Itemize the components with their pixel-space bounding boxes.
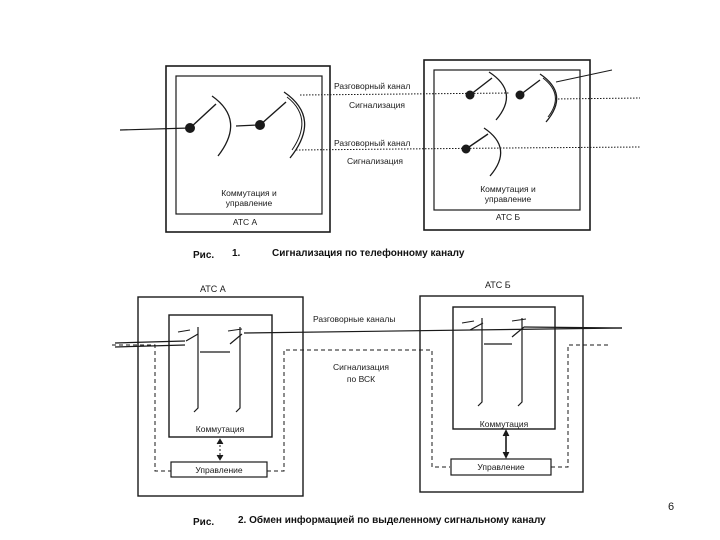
dedicated-signalling-label-line1: Сигнализация [333,362,389,372]
station-b-switching-block [452,306,556,430]
link-a1-a2 [235,124,259,127]
signalling-path-a-right [267,349,450,472]
station-a-control-arrow-down [216,454,224,461]
figure-1-caption-prefix: Рис. [193,250,214,261]
figure-2 [112,295,623,497]
station-a-switching-block [168,314,273,438]
a-switch-left-blade [185,333,199,342]
subscriber-line-left [119,127,191,131]
signalling-2-label: Сигнализация [347,156,403,166]
speech-channels-label: Разговорные каналы [313,314,395,324]
figure-1-caption-text: Сигнализация по телефонному каналу [272,247,465,259]
station-a-name-fig2: АТС А [200,284,226,294]
figure-1-caption-number: 1. [232,248,241,259]
b-switch-tick-1 [461,320,475,324]
station-b-inner-frame [433,69,581,211]
station-b-outer-frame-2 [419,295,584,493]
outgoing-line-2 [505,146,641,149]
figure-1 [119,59,641,233]
a-switch-tick-1 [177,329,191,333]
switch-b1-contact [488,71,508,121]
switch-a2-blade [259,101,287,126]
b-switch-right-bar [517,318,523,407]
a-switch-left-bar [193,327,199,413]
speech-channel-2-line [295,147,506,151]
switch-b3-blade [465,133,489,150]
switch-b2-contact-outer [539,73,558,123]
b-switch-left-bar [477,318,483,407]
station-a-control-label-line2: управление [226,198,273,208]
switch-a1-blade [189,103,217,129]
b-switch-left-blade [469,322,484,331]
switch-b2-blade [519,79,541,96]
speech-channel-2-label: Разговорный канал [334,138,410,148]
switch-a2-contact-outer [283,91,306,159]
a-switch-right-bar [235,327,241,413]
outgoing-line-1 [554,97,641,100]
station-b-control-label-line2: управление [485,194,532,204]
speech-channel-1-line [299,92,511,96]
station-b-control-label: Управление [477,462,525,472]
station-a-control-arrow-up [216,438,224,445]
figure-2-caption-text: 2. Обмен информацией по выделенному сигн… [238,514,546,526]
outgoing-line-3 [555,69,613,83]
switch-a2-contact-inner [286,96,303,151]
switch-b3-contact [483,127,502,177]
switch-b2-contact-inner [542,77,556,118]
station-b-control-arrow-down [502,451,510,459]
station-a-input-line-2 [114,340,186,344]
station-b-switching-label: Коммутация [480,419,529,429]
station-b-control-label-line1: Коммутация и [480,184,536,194]
a-switch-tick-2 [227,328,243,332]
figure-2-caption-prefix: Рис. [193,517,214,528]
station-a-inner-frame [175,75,323,215]
page-number: 6 [668,501,674,513]
signalling-1-label: Сигнализация [349,100,405,110]
station-a-name: АТС А [233,217,258,227]
station-b-name: АТС Б [496,212,521,222]
signalling-path-b-right [551,344,610,468]
station-a-control-label: Управление [195,465,243,475]
switch-a1-contact [211,95,232,157]
station-a-control-block [170,461,268,478]
station-b-control-block [450,458,552,476]
station-b-name-fig2: АТС Б [485,280,511,290]
station-a-input-line [114,344,186,348]
station-b-output-line [523,326,623,329]
station-a-outer-frame-2 [137,296,304,497]
speech-channel-1-label: Разговорный канал [334,81,410,91]
station-a-outer-frame [165,65,331,233]
station-a-switching-label: Коммутация [196,424,245,434]
station-b-outer-frame [423,59,591,231]
station-a-control-label-line1: Коммутация и [221,188,277,198]
b-switch-tick-2 [511,318,527,322]
signalling-path [112,344,171,472]
speech-channels-line [243,327,623,334]
switch-b1-blade [469,77,493,96]
dedicated-signalling-label-line2: по ВСК [347,374,375,384]
station-b-control-arrow-up [502,429,510,437]
